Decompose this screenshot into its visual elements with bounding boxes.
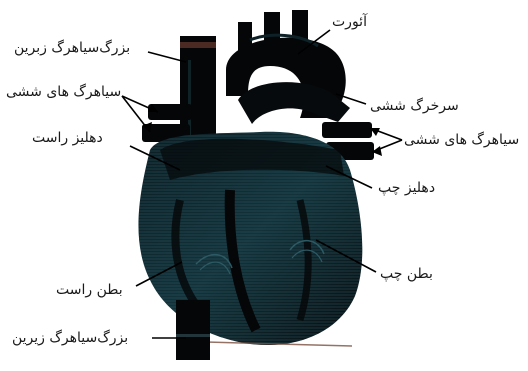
label-right-ventricle: بطن راست [56,282,123,298]
label-inferior-vena-cava: بزرگ‌سیاهرگ زیرین [12,330,128,346]
label-aorta: آئورت [332,14,367,30]
label-pulmonary-artery: سرخرگ ششی [370,98,459,114]
inferior-vena-cava-shape [176,300,210,360]
label-left-atrium: دهلیز چپ [378,180,435,196]
label-right-atrium: دهلیز راست [32,130,103,146]
label-superior-vena-cava: بزرگ‌سیاهرگ زبرین [14,40,130,56]
label-left-ventricle: بطن چپ [380,266,433,282]
label-pulmonary-veins-right: سیاهرگ های ششی [404,132,519,148]
heart-body-shape [138,132,362,346]
label-pulmonary-veins-left: سیاهرگ های ششی [6,84,121,100]
